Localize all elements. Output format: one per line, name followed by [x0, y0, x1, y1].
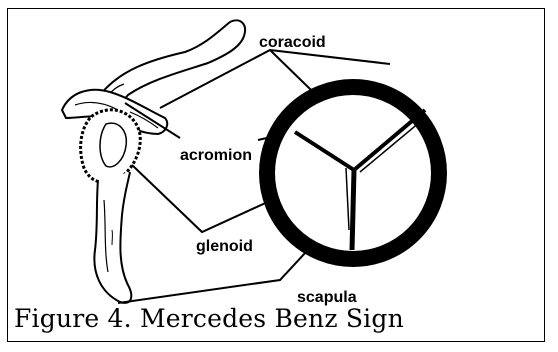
mercedes-arm-bottom: [352, 170, 354, 250]
label-coracoid: coracoid: [259, 34, 326, 51]
glenoid-leader: [132, 165, 272, 232]
figure-caption: Figure 4. Mercedes Benz Sign: [14, 304, 404, 333]
label-acromion: acromion: [180, 147, 252, 164]
label-glenoid: glenoid: [196, 238, 253, 255]
mercedes-benz-sign: [267, 87, 439, 259]
coracoid-leader-2: [270, 50, 390, 64]
